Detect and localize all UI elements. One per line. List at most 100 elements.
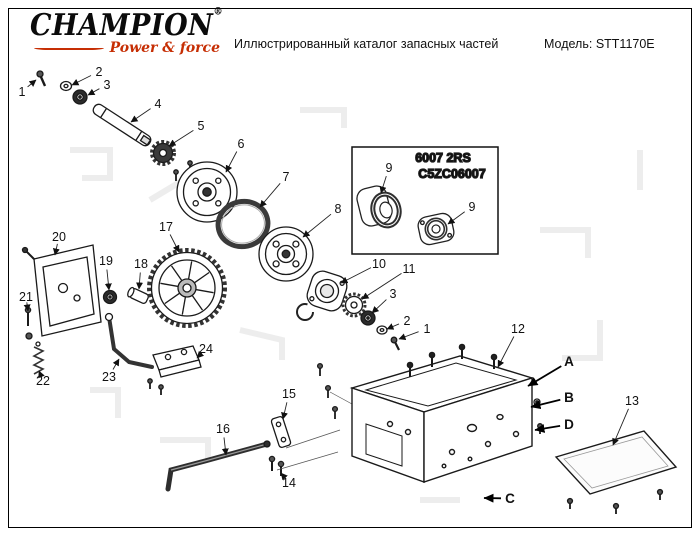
part-callout: 9 <box>379 161 393 194</box>
leader-line <box>497 336 515 368</box>
part-callout: 14 <box>280 472 296 490</box>
part-callout: 19 <box>99 254 113 291</box>
circlip <box>296 303 314 321</box>
bearing-flange-part-10 <box>296 270 348 321</box>
part-callout: 23 <box>102 358 120 384</box>
leader-line <box>104 269 112 291</box>
brand-wordmark: CHAMPION® <box>30 7 228 43</box>
part-callout: 2 <box>386 314 411 330</box>
bearing-code: 6007 2RS <box>415 151 471 165</box>
assembly-arrow-callout: A <box>527 354 574 387</box>
part-label: 10 <box>372 257 386 271</box>
part-callout: 7 <box>259 170 290 208</box>
part-label: A <box>564 354 574 369</box>
part-callout: 15 <box>281 387 296 420</box>
leader-line <box>281 402 288 420</box>
leader-line <box>169 234 180 253</box>
part-label: 6 <box>238 137 245 151</box>
leader-line <box>361 273 402 300</box>
part-label: 5 <box>198 119 205 133</box>
loose-bolts-left-of-housing <box>316 362 339 419</box>
part-label: 4 <box>155 97 162 111</box>
fasteners-near-gear <box>173 160 193 181</box>
leader-line <box>612 408 629 446</box>
leader-line <box>136 272 143 290</box>
part-label: 3 <box>104 78 111 92</box>
part-label: 24 <box>199 342 213 356</box>
bearing-part-19 <box>102 289 118 305</box>
part-callout: 24 <box>196 342 213 359</box>
leader-line <box>87 88 100 96</box>
lever-part-23 <box>104 312 154 369</box>
part-label: 20 <box>52 230 66 244</box>
leader-line <box>280 472 288 481</box>
part-label: B <box>564 390 574 405</box>
part-callout: 1 <box>398 322 431 341</box>
leader-line <box>371 299 387 314</box>
leader-line <box>130 108 151 123</box>
part-label: 2 <box>404 314 411 328</box>
part-callout: 22 <box>36 370 50 388</box>
rod-part-16 <box>165 440 271 492</box>
part-label: 8 <box>335 202 342 216</box>
bolts-part-14 <box>268 455 285 476</box>
leader-line <box>23 302 31 312</box>
part-callout: 3 <box>371 287 397 314</box>
leader-line <box>534 424 561 433</box>
part-label: C <box>505 491 515 506</box>
part-callout: 9 <box>447 200 476 225</box>
bracket-part-24 <box>147 345 202 395</box>
part-callout: 12 <box>497 322 525 368</box>
part-callout: 21 <box>19 290 33 312</box>
part-callout: 11 <box>361 262 416 300</box>
leader-line <box>447 211 465 225</box>
champion-logo: CHAMPION® Power & force <box>30 7 223 57</box>
pulley-part-6 <box>176 161 238 223</box>
part-label: 1 <box>424 322 431 336</box>
part-callout: 13 <box>612 394 639 446</box>
model-label: Модель: STT1170E <box>544 37 655 51</box>
leader-line <box>302 213 332 238</box>
leader-line <box>168 130 194 147</box>
ring-part-7 <box>215 198 271 250</box>
leader-line <box>259 183 281 208</box>
leader-line <box>225 151 238 173</box>
washer-part-2a <box>59 80 73 92</box>
leader-line <box>52 243 60 256</box>
leader-line <box>340 267 372 284</box>
part-label: 9 <box>469 200 476 214</box>
washer-part-2b <box>376 325 388 335</box>
bolt-part-1a <box>36 70 47 87</box>
part-label: 9 <box>386 161 393 175</box>
bearing-part-3b <box>360 310 376 326</box>
part-label: 17 <box>159 220 173 234</box>
part-callout: 3 <box>87 78 111 96</box>
part-label: 1 <box>19 85 26 99</box>
part-callout: 1 <box>19 79 37 99</box>
large-gear-part-17 <box>147 248 227 328</box>
part-callout: 5 <box>168 119 205 147</box>
page-border <box>8 8 692 528</box>
assembly-lines <box>276 391 353 471</box>
bolt-part-21 <box>24 306 33 340</box>
bearing-detail-box: 6007 2RS C5ZC06007 <box>351 146 499 255</box>
housing-part-12 <box>349 343 535 483</box>
part-label: 14 <box>282 476 296 490</box>
parts-layer: 6007 2RS C5ZC06007 <box>21 70 678 514</box>
brand-text: CHAMPION <box>30 8 214 43</box>
part-label: 3 <box>390 287 397 301</box>
part-label: 21 <box>19 290 33 304</box>
sprocket-part-11 <box>341 292 367 318</box>
catalog-title: Иллюстрированный каталог запасных частей <box>234 37 499 51</box>
part-label: 18 <box>134 257 148 271</box>
leader-line <box>27 79 37 88</box>
part-callout: 18 <box>134 257 148 290</box>
bearing-part-3a <box>72 89 88 105</box>
bearing-part-number: C5ZC06007 <box>418 167 485 181</box>
part-label: 2 <box>96 65 103 79</box>
bearing-drawing-b <box>417 212 455 246</box>
part-label: 13 <box>625 394 639 408</box>
part-callout: 2 <box>71 65 103 86</box>
leader-line <box>71 75 92 86</box>
part-label: 7 <box>283 170 290 184</box>
